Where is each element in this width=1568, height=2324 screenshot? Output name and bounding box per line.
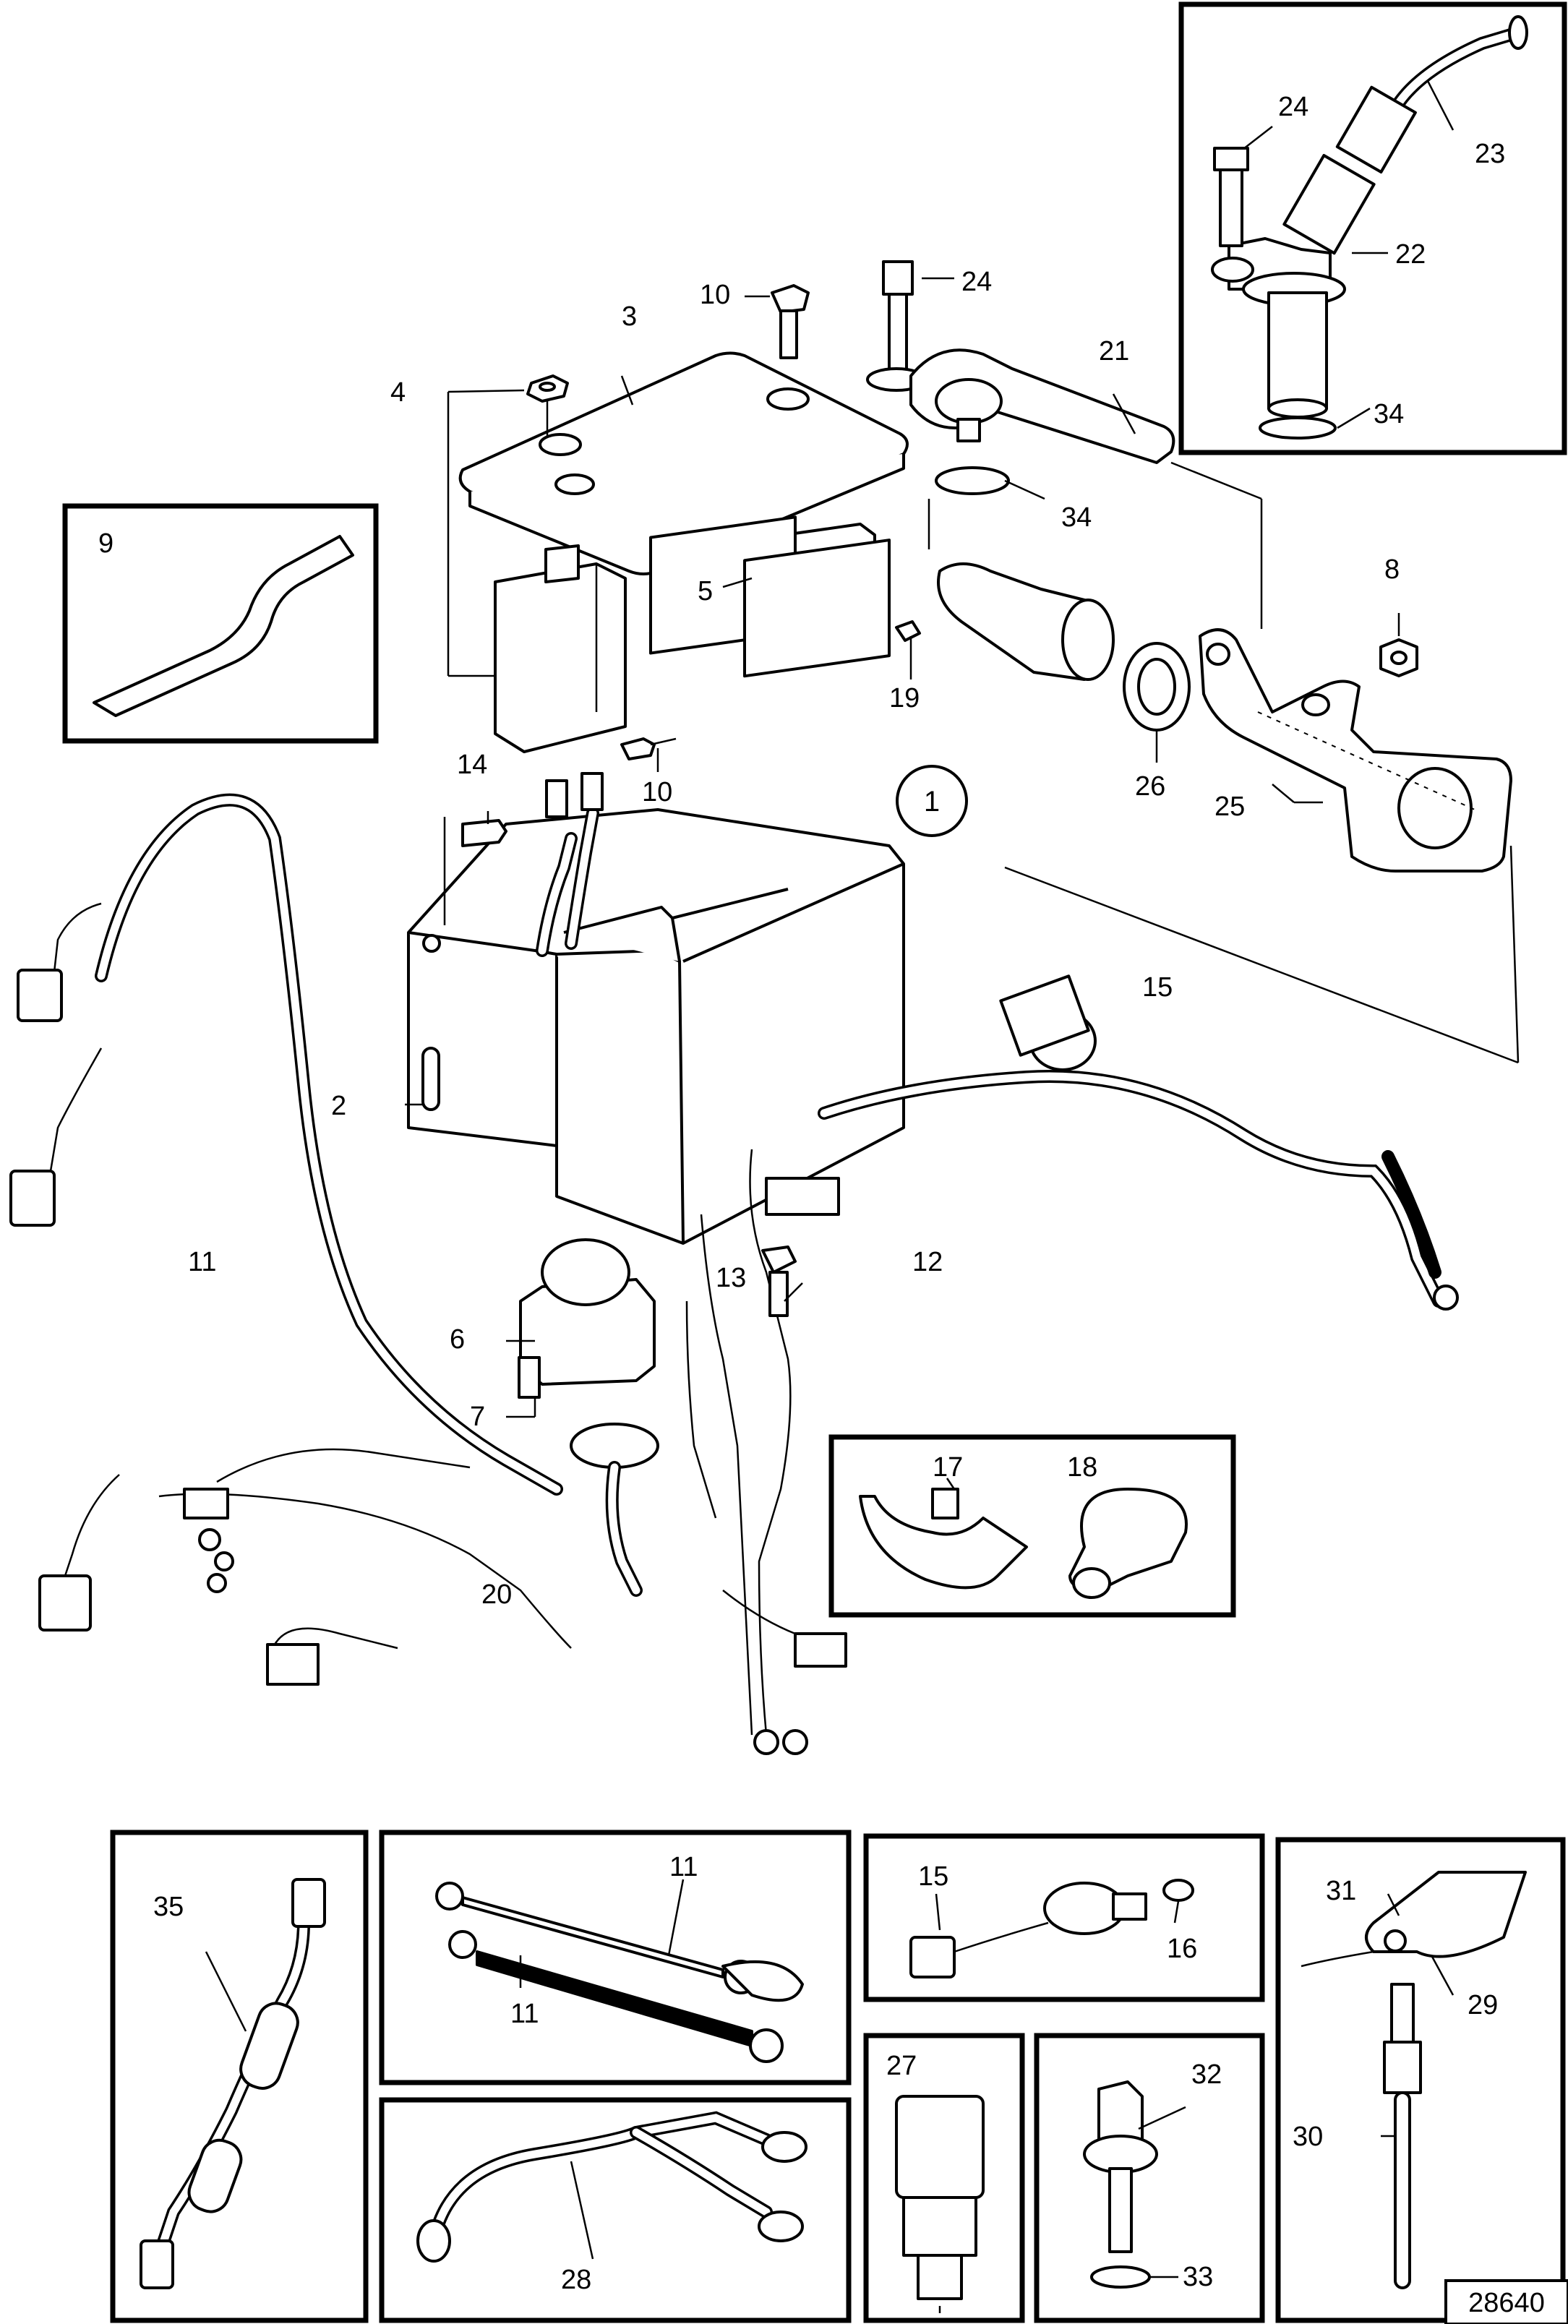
- callout-10-mid: 10: [642, 777, 672, 807]
- callout-labels: 2 3 4 5 6 7 8 9 10 10 11 11 11 12 13 14 …: [98, 92, 1505, 2295]
- frame-ties-17-18: [828, 1434, 1236, 1618]
- callout-34-mid: 34: [1061, 502, 1092, 533]
- callout-4: 4: [390, 377, 406, 408]
- frame-sensor-27: [863, 2033, 1025, 2323]
- callout-22: 22: [1395, 239, 1426, 270]
- callout-19: 19: [889, 683, 920, 713]
- callout-11-detail-a: 11: [669, 1852, 698, 1882]
- callout-5: 5: [698, 576, 713, 606]
- bracket-25-drawing: [1004, 613, 1520, 1064]
- callout-16: 16: [1167, 1934, 1197, 1964]
- callout-8: 8: [1384, 554, 1400, 585]
- callout-24-mid: 24: [961, 267, 992, 297]
- callout-33: 33: [1183, 2262, 1213, 2292]
- frame-sensor-15: [863, 1833, 1265, 2002]
- callout-13: 13: [716, 1263, 746, 1293]
- sensor-21-drawing: [909, 348, 1263, 763]
- callout-11-detail-b: 11: [510, 1999, 539, 2029]
- callout-29: 29: [1468, 1990, 1498, 2020]
- detail-frames: [62, 1, 1567, 2323]
- callout-18: 18: [1067, 1452, 1097, 1483]
- callout-11-main: 11: [188, 1247, 216, 1277]
- callout-2: 2: [331, 1091, 346, 1121]
- harness-drawing: [9, 793, 1459, 1755]
- relays-drawing: [494, 515, 921, 772]
- ties-drawing: [859, 1478, 1188, 1599]
- callout-23: 23: [1475, 139, 1505, 169]
- callout-28: 28: [561, 2265, 591, 2295]
- cover-3-drawing: [447, 351, 909, 677]
- callout-17: 17: [933, 1452, 963, 1483]
- bottom-details-drawing: [140, 1871, 1527, 2313]
- detail-circle-label: 1: [924, 786, 940, 818]
- callout-7: 7: [470, 1402, 485, 1432]
- callout-27: 27: [886, 2051, 917, 2081]
- callout-10-top: 10: [700, 280, 730, 310]
- frame-harness-35: [110, 1830, 369, 2323]
- callout-21: 21: [1099, 336, 1129, 366]
- figure-number-box: [1444, 2279, 1568, 2324]
- callout-31: 31: [1326, 1876, 1356, 1906]
- callout-9: 9: [98, 528, 113, 559]
- callout-15-detail: 15: [918, 1861, 948, 1892]
- frame-sensor-32: [1034, 2033, 1265, 2323]
- callout-25: 25: [1214, 792, 1245, 822]
- sensor-22-drawing: [1211, 15, 1528, 439]
- detail-circle: [896, 765, 968, 837]
- strap-part: [93, 535, 354, 717]
- callout-35: 35: [153, 1892, 184, 1922]
- frame-cables-11: [379, 1830, 852, 2085]
- callout-20: 20: [481, 1579, 512, 1610]
- frame-glowplug: [1275, 1837, 1566, 2323]
- callout-6: 6: [450, 1324, 465, 1355]
- box-2-drawing: [405, 772, 905, 1245]
- callout-24-top: 24: [1278, 92, 1308, 122]
- frame-sensor-22: [1178, 1, 1567, 455]
- frame-harness-28: [379, 2097, 852, 2323]
- callout-32: 32: [1191, 2059, 1222, 2090]
- frame-strap-9: [62, 503, 379, 744]
- callout-30: 30: [1293, 2122, 1323, 2152]
- figure-number: 28640: [1468, 2288, 1545, 2318]
- callout-12: 12: [912, 1247, 943, 1277]
- callout-26: 26: [1135, 771, 1165, 802]
- callout-3: 3: [622, 301, 637, 332]
- callout-34-top: 34: [1374, 399, 1404, 429]
- callout-15-main: 15: [1142, 972, 1173, 1003]
- callout-14: 14: [457, 750, 487, 780]
